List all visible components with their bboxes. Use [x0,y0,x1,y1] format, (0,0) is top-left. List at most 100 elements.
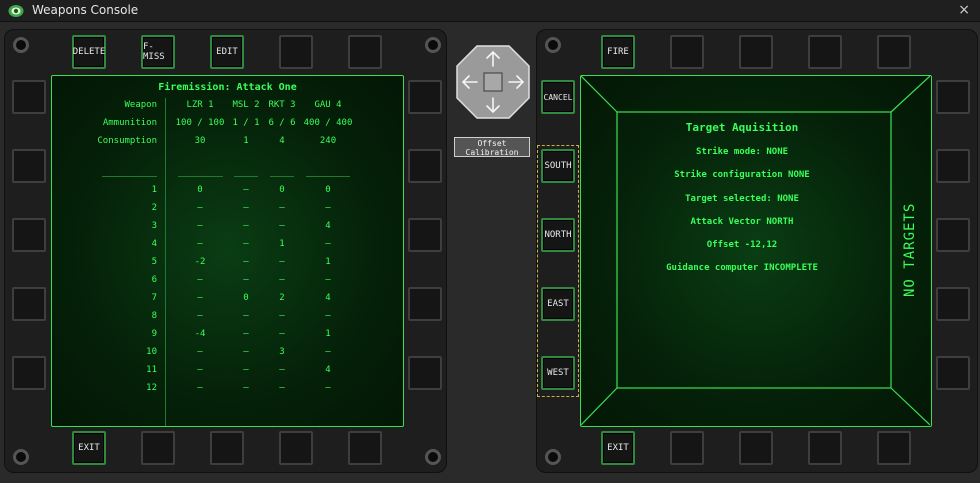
delete-button[interactable]: DELETE [72,35,106,69]
row-cell: – [243,257,249,267]
row-cell: – [325,347,331,357]
arrow-up-icon [486,50,500,67]
bolt-icon [425,449,441,465]
row-cell: – [279,383,285,393]
row-cell: – [243,185,249,195]
row-number: 8 [151,311,157,321]
label-ammunition: Ammunition [102,118,157,128]
osb-left-4[interactable] [12,287,46,321]
close-icon[interactable]: × [958,2,970,18]
row-cell: – [279,329,285,339]
osb-r-bottom-4[interactable] [808,431,842,465]
row-cell: – [325,275,331,285]
row-number: 1 [151,185,157,195]
window-title: Weapons Console [32,3,139,17]
osb-right-2[interactable] [408,149,442,183]
strike-configuration: Strike configuration NONE [674,170,810,180]
osb-left-3[interactable] [12,218,46,252]
west-button[interactable]: WEST [541,356,575,390]
rule-rkt [270,176,294,177]
osb-r-bottom-5[interactable] [877,431,911,465]
row-cell: – [325,311,331,321]
osb-right-4[interactable] [408,287,442,321]
osb-bottom-4[interactable] [279,431,313,465]
osb-top-5[interactable] [348,35,382,69]
row-cell: – [279,311,285,321]
exit-button-right[interactable]: EXIT [601,431,635,465]
north-button[interactable]: NORTH [541,218,575,252]
row-number: 10 [146,347,157,357]
row-number: 2 [151,203,157,213]
row-number: 5 [151,257,157,267]
osb-r-bottom-2[interactable] [670,431,704,465]
row-cell: 0 [243,293,249,303]
row-cell: – [243,275,249,285]
exit-button[interactable]: EXIT [72,431,106,465]
row-cell: -2 [194,257,206,267]
east-button[interactable]: EAST [541,287,575,321]
osb-r-right-1[interactable] [936,80,970,114]
osb-right-1[interactable] [408,80,442,114]
direction-button-group [537,145,579,397]
weapon-gau: GAU 4 [314,100,342,110]
osb-right-5[interactable] [408,356,442,390]
osb-r-top-3[interactable] [739,35,773,69]
bolt-icon [545,37,561,53]
row-cell: – [243,347,249,357]
ammo-msl: 1 / 1 [232,118,260,128]
f-miss-button[interactable]: F-MISS [141,35,175,69]
consumption-rkt: 4 [279,136,285,146]
attack-vector: Attack Vector NORTH [690,217,794,227]
row-cell: 1 [325,257,331,267]
direction-pad[interactable] [455,44,531,120]
row-cell: – [243,311,249,321]
target-selected: Target selected: NONE [685,194,799,204]
osb-right-3[interactable] [408,218,442,252]
osb-left-1[interactable] [12,80,46,114]
osb-r-top-4[interactable] [808,35,842,69]
consumption-gau: 240 [319,136,337,146]
row-cell: – [243,239,249,249]
osb-r-top-5[interactable] [877,35,911,69]
osb-bottom-5[interactable] [348,431,382,465]
rule-gau [306,176,350,177]
consumption-msl: 1 [243,136,249,146]
row-cell: 4 [325,221,331,231]
osb-bottom-2[interactable] [141,431,175,465]
offset-calibration-button[interactable]: Offset Calibration [454,137,530,157]
row-cell: 0 [325,185,331,195]
target-title: Target Aquisition [685,121,799,134]
osb-r-right-2[interactable] [936,149,970,183]
row-cell: 1 [325,329,331,339]
weapon-rkt: RKT 3 [268,100,296,110]
label-weapon: Weapon [124,100,157,110]
row-cell: – [279,275,285,285]
row-cell: – [197,311,203,321]
title-bar: Weapons Console × [0,0,980,22]
osb-left-2[interactable] [12,149,46,183]
osb-left-5[interactable] [12,356,46,390]
offset-calibration-line1: Offset [477,139,507,148]
osb-r-right-3[interactable] [936,218,970,252]
cancel-button[interactable]: CANCEL [541,80,575,114]
osb-r-right-4[interactable] [936,287,970,321]
row-cell: – [197,347,203,357]
label-consumption: Consumption [97,136,157,146]
offset-value: Offset -12,12 [706,240,778,250]
osb-r-bottom-3[interactable] [739,431,773,465]
osb-top-4[interactable] [279,35,313,69]
ammo-rkt: 6 / 6 [268,118,296,128]
arrow-left-icon [461,75,478,89]
fire-button[interactable]: FIRE [601,35,635,69]
row-cell: – [279,365,285,375]
row-cell: -4 [194,329,206,339]
row-cell: 3 [279,347,285,357]
row-number: 11 [146,365,157,375]
edit-button[interactable]: EDIT [210,35,244,69]
row-number: 9 [151,329,157,339]
osb-r-right-5[interactable] [936,356,970,390]
row-cell: 4 [325,365,331,375]
osb-bottom-3[interactable] [210,431,244,465]
osb-r-top-2[interactable] [670,35,704,69]
south-button[interactable]: SOUTH [541,149,575,183]
